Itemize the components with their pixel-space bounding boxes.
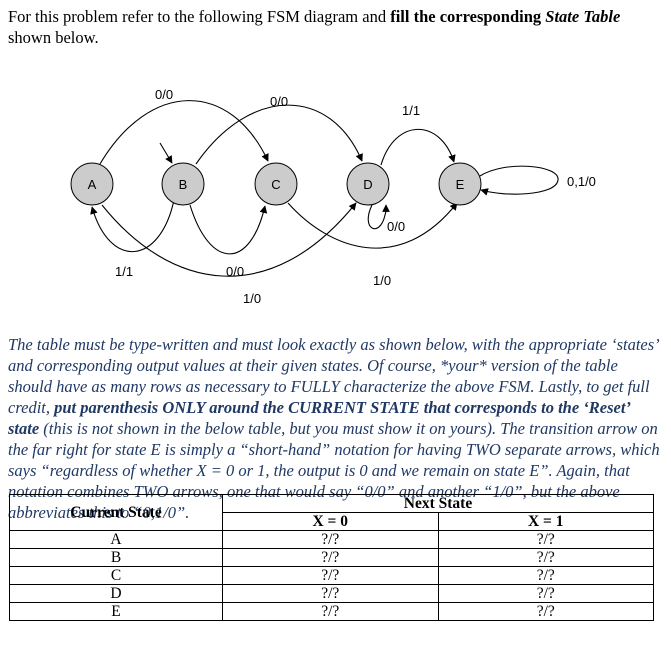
fsm-diagram: A B C D E 0/0 0/0 1/1 0,1/0 0/0 1/1 0/0 …: [70, 87, 596, 306]
state-c-label: C: [271, 177, 280, 192]
table-row: D ?/? ?/?: [9, 584, 654, 603]
reset-arrow: [159, 142, 173, 164]
row-x0: ?/?: [222, 530, 439, 549]
row-x1: ?/?: [437, 602, 654, 621]
state-a-circle: [70, 162, 114, 206]
intro-text-end: shown below.: [8, 28, 99, 47]
label-c-e: 1/0: [373, 273, 391, 288]
label-d-e: 1/1: [402, 103, 420, 118]
edge-d-e: [380, 128, 456, 166]
instructions-bold: put parenthesis ONLY around the CURRENT …: [8, 398, 630, 438]
intro-text: For this problem refer to the following …: [8, 7, 391, 26]
label-b-d: 0/0: [270, 94, 288, 109]
label-b-c: 0/0: [226, 264, 244, 279]
label-b-a: 1/1: [115, 264, 133, 279]
state-a-label: A: [88, 177, 97, 192]
state-d-label: D: [363, 177, 372, 192]
state-nodes: A B C D E: [70, 162, 482, 206]
next-state-header: Next State: [222, 494, 654, 513]
x1-header: X = 1: [437, 512, 654, 531]
row-x1: ?/?: [437, 584, 654, 603]
row-x1: ?/?: [437, 548, 654, 567]
row-x0: ?/?: [222, 584, 439, 603]
intro-bold-italic: State Table: [545, 7, 621, 26]
label-d-d: 0/0: [387, 219, 405, 234]
state-table: Current State Next State X = 0 X = 1 A ?…: [9, 494, 654, 621]
edge-e-e: [479, 165, 559, 196]
row-state: D: [9, 584, 223, 603]
row-state: A: [9, 530, 223, 549]
state-e-circle: [438, 162, 482, 206]
row-state: C: [9, 566, 223, 585]
state-d-circle: [346, 162, 390, 206]
edge-b-c: [189, 204, 268, 255]
row-x1: ?/?: [437, 566, 654, 585]
table-row: B ?/? ?/?: [9, 548, 654, 567]
intro-bold: fill the corresponding State Table: [390, 7, 621, 26]
state-b-label: B: [179, 177, 188, 192]
edge-b-a: [90, 199, 175, 253]
row-x0: ?/?: [222, 548, 439, 567]
row-x1: ?/?: [437, 530, 654, 549]
state-b-circle: [161, 162, 205, 206]
edge-d-d: [367, 204, 390, 230]
label-a-c: 0/0: [155, 87, 173, 102]
table-row: E ?/? ?/?: [9, 602, 654, 621]
edge-a-c: [99, 100, 269, 165]
row-state: E: [9, 602, 223, 621]
edge-b-d: [195, 104, 363, 165]
row-x0: ?/?: [222, 602, 439, 621]
state-e-label: E: [456, 177, 465, 192]
current-state-header: Current State: [9, 494, 223, 531]
label-a-d: 1/0: [243, 291, 261, 306]
table-row: C ?/? ?/?: [9, 566, 654, 585]
edge-a-d: [101, 202, 357, 277]
edge-c-e: [287, 202, 458, 249]
label-e-e: 0,1/0: [567, 174, 596, 189]
row-x0: ?/?: [222, 566, 439, 585]
table-row: A ?/? ?/?: [9, 530, 654, 549]
instructions-text-1: The table must be type-written and must …: [8, 335, 658, 417]
state-c-circle: [254, 162, 298, 206]
row-state: B: [9, 548, 223, 567]
x0-header: X = 0: [222, 512, 439, 531]
problem-intro: For this problem refer to the following …: [8, 6, 658, 48]
